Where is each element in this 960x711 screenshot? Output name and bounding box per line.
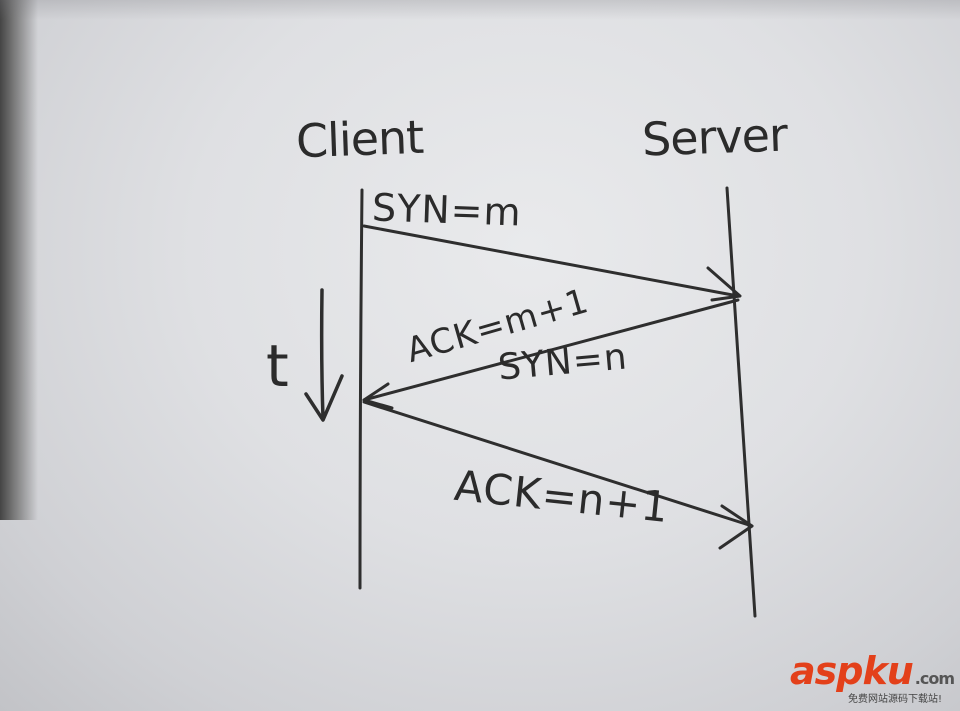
paper-top-shadow [0,0,960,20]
server-label: Server [641,107,788,167]
watermark-brand: aspku [790,649,914,693]
time-arrow [319,288,325,420]
paper-edge-shadow [0,0,38,520]
watermark-logo: aspku.com [790,649,955,698]
arrowhead-ack-syn [362,382,394,410]
time-label: t [266,332,290,400]
message-arrow-syn-m [362,224,740,298]
arrowhead-syn-m [706,266,742,302]
message-label-syn-m: SYN=m [371,185,523,235]
message-arrow-ack-n [362,400,754,528]
watermark-tagline: 免费网站源码下载站! [848,694,943,705]
time-arrowhead [304,374,344,422]
server-lifeline [725,186,757,618]
client-lifeline [358,188,364,590]
client-label: Client [295,109,425,169]
arrowhead-ack-n [718,504,754,550]
message-arrow-ack-syn [362,298,740,402]
watermark-suffix: .com [914,669,955,688]
